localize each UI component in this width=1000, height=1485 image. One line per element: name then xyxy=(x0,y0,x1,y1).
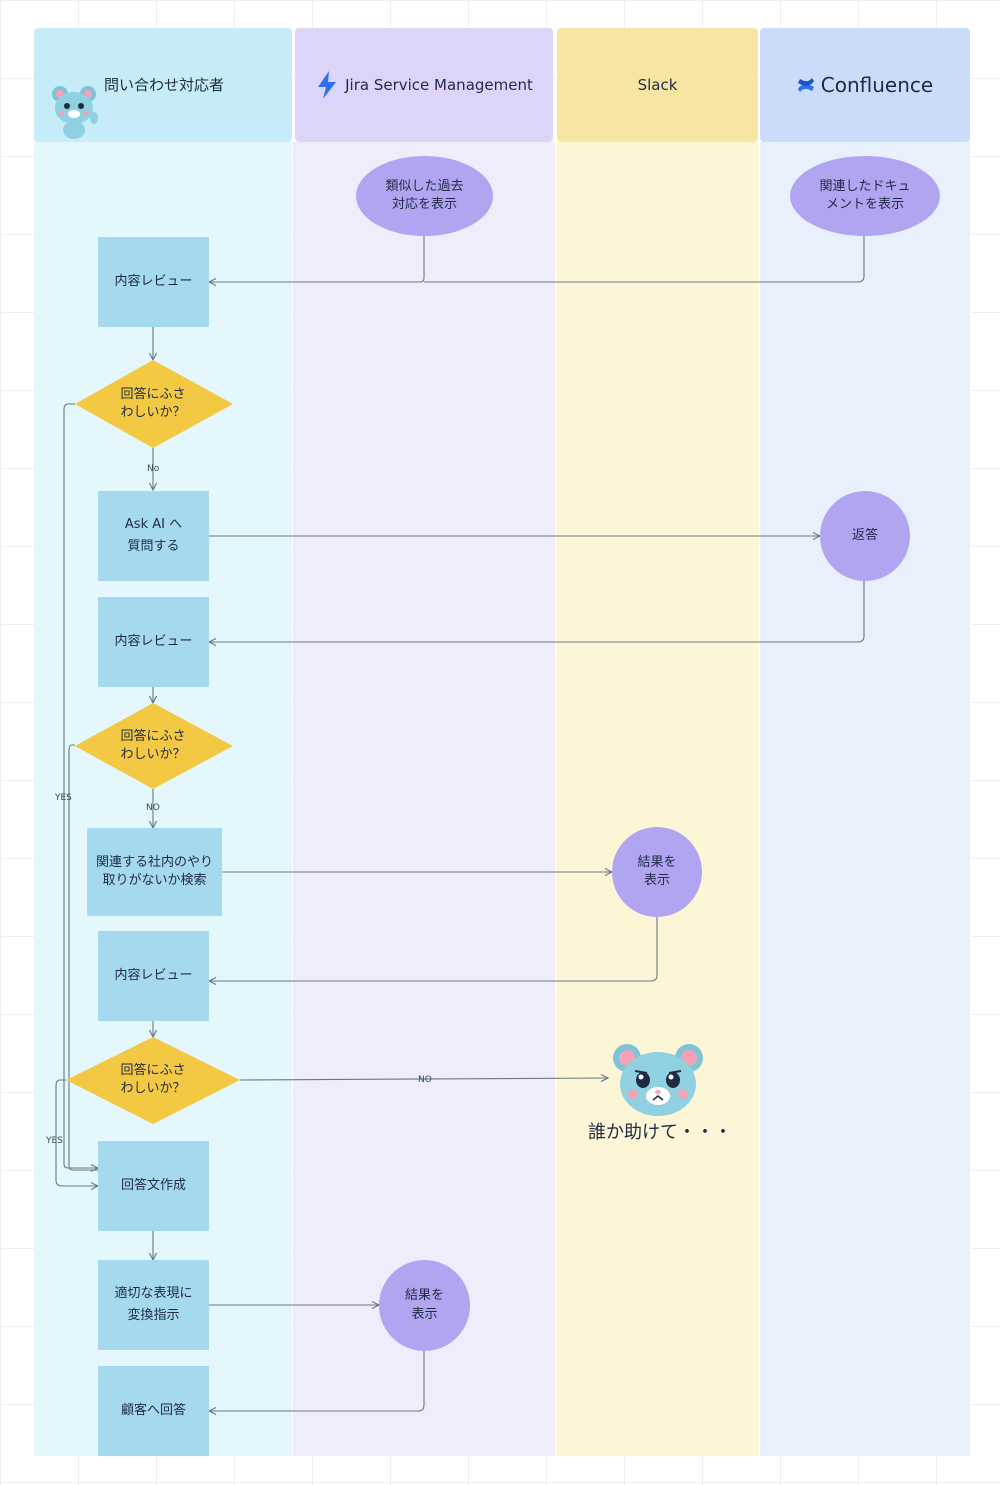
connector-jira-to-review1 xyxy=(209,236,425,282)
edge-label-yes-2: YES xyxy=(46,1136,63,1146)
node-compose: 回答文作成 xyxy=(98,1141,209,1231)
lane-title-inquirer: 問い合わせ対応者 xyxy=(104,76,225,94)
lane-header-jira: Jira Service Management xyxy=(295,28,553,142)
connector-decision3-yes-to-compose xyxy=(55,1079,98,1186)
connector-decision2-yes-to-compose xyxy=(68,744,98,1171)
node-jira-similar: 類似した過去 対応を表示 xyxy=(356,156,493,236)
connector-confluence-to-review1 xyxy=(424,236,865,283)
node-reply: 返答 xyxy=(820,491,910,581)
node-slack-result: 結果を 表示 xyxy=(612,827,702,917)
node-review-1: 内容レビュー xyxy=(98,237,209,327)
lane-header-slack: Slack xyxy=(557,28,758,142)
connector-decision1-yes-to-compose xyxy=(63,403,98,1168)
lane-title-jira: Jira Service Management xyxy=(345,76,533,94)
help-text: 誰か助けて・・・ xyxy=(588,1122,732,1143)
lane-body-jira xyxy=(293,142,555,1456)
node-ask-ai: Ask AI へ 質問する xyxy=(98,491,209,581)
lane-header-confluence: Confluence xyxy=(760,28,970,142)
lane-header-inquirer: 問い合わせ対応者 xyxy=(34,28,292,142)
node-convert: 適切な表現に 変換指示 xyxy=(98,1260,209,1350)
decision-shape-3 xyxy=(66,1037,240,1124)
crying-bear-icon xyxy=(613,1044,703,1116)
edge-label-no-1: No xyxy=(147,464,160,474)
node-review-2: 内容レビュー xyxy=(98,597,209,687)
lane-title-slack: Slack xyxy=(637,76,678,94)
node-answer: 顧客へ回答 xyxy=(98,1366,209,1456)
confluence-logo-icon xyxy=(797,78,814,92)
node-search-slack: 関連する社内のやり 取りがないか検索 xyxy=(87,828,222,916)
edge-label-no-3: NO xyxy=(418,1075,432,1085)
edge-label-no-2: NO xyxy=(146,803,160,813)
decision-shape-2 xyxy=(75,703,233,789)
decision-shape-1 xyxy=(75,360,233,448)
jira-lightning-icon xyxy=(318,71,337,99)
connector-decision3-to-help xyxy=(239,1078,608,1080)
decision-label-1: 回答にふさ わしいか？ xyxy=(120,387,186,420)
connector-slackresult-to-review3 xyxy=(209,916,658,981)
lane-body-confluence xyxy=(760,142,970,1456)
node-confluence-docs: 関連したドキュ メントを表示 xyxy=(790,156,940,236)
node-review-3: 内容レビュー xyxy=(98,931,209,1021)
lane-title-confluence: Confluence xyxy=(820,73,934,97)
edge-label-yes-1: YES xyxy=(55,793,72,803)
connector-jiraresult-to-answer xyxy=(209,1350,425,1411)
decision-label-2: 回答にふさ わしいか？ xyxy=(120,729,186,762)
decision-label-3: 回答にふさ わしいか？ xyxy=(120,1063,186,1096)
bear-mascot-icon xyxy=(52,86,98,139)
node-jira-result: 結果を 表示 xyxy=(379,1260,470,1351)
lane-body-slack xyxy=(556,142,759,1456)
lane-body-inquirer xyxy=(34,142,292,1456)
connector-reply-to-review2 xyxy=(209,580,865,642)
